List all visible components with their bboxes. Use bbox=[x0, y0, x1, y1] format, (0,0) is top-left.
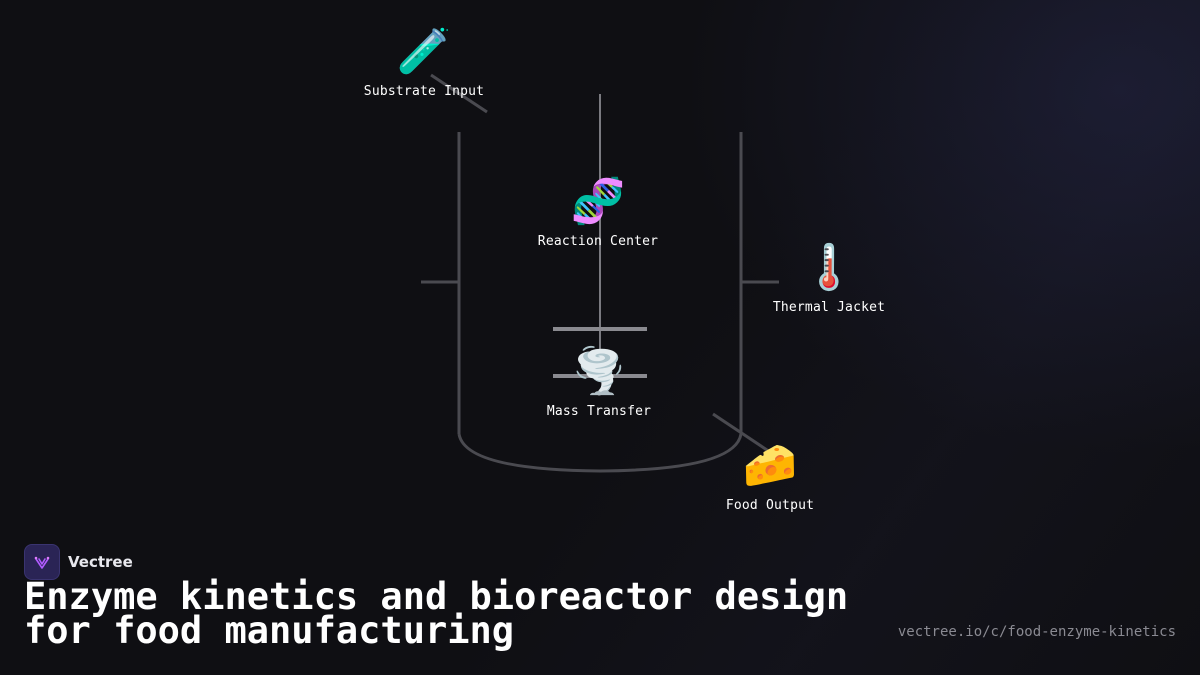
node-food-output: 🧀 Food Output bbox=[726, 440, 814, 513]
thermometer-icon: 🌡️ bbox=[801, 242, 857, 293]
node-reaction-center: 🧬 Reaction Center bbox=[538, 176, 658, 249]
node-thermal-jacket: 🌡️ Thermal Jacket bbox=[773, 242, 885, 315]
node-mass-transfer: 🌪️ Mass Transfer bbox=[547, 346, 651, 419]
node-substrate-input: 🧪 Substrate Input bbox=[364, 26, 484, 99]
brand-name: Vectree bbox=[68, 553, 133, 571]
page-title: Enzyme kinetics and bioreactor design fo… bbox=[24, 575, 849, 652]
node-label: Substrate Input bbox=[363, 84, 485, 99]
tree-icon bbox=[34, 556, 50, 569]
node-label: Food Output bbox=[725, 498, 815, 513]
vectree-logo-icon bbox=[24, 544, 60, 580]
source-url[interactable]: vectree.io/c/food-enzyme-kinetics bbox=[897, 624, 1176, 640]
node-label: Reaction Center bbox=[537, 234, 659, 249]
node-label: Thermal Jacket bbox=[772, 300, 886, 315]
test-tube-icon: 🧪 bbox=[396, 26, 452, 77]
substrate-inlet-connector bbox=[430, 73, 488, 114]
output-connector bbox=[712, 412, 771, 454]
vessel-bottom bbox=[457, 433, 743, 473]
brand: Vectree bbox=[24, 544, 133, 580]
node-label: Mass Transfer bbox=[546, 404, 652, 419]
dna-icon: 🧬 bbox=[570, 176, 626, 227]
tornado-icon: 🌪️ bbox=[571, 346, 627, 397]
cheese-icon: 🧀 bbox=[742, 440, 798, 491]
